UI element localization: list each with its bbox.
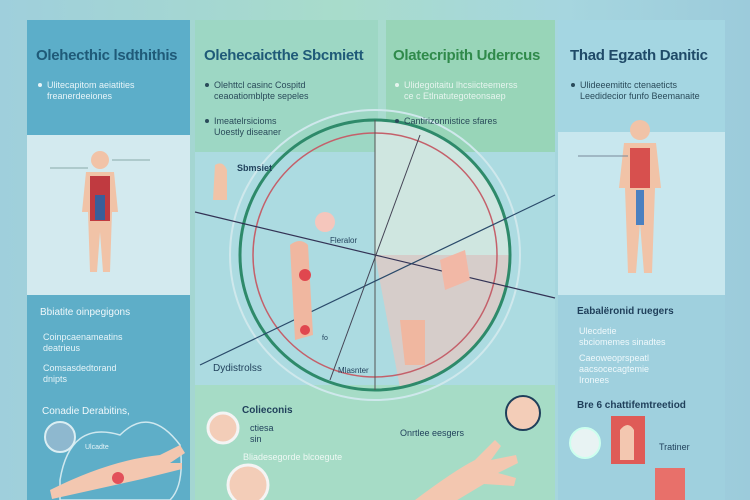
hand-bottom-left [44,421,185,500]
label-sbmsiet: Sbmsiet [237,163,273,173]
item-bottom-left-2: Comsasdedtorand dnipts [43,363,117,384]
central-circle-diagram [194,109,556,401]
sub-bottom-center: ctiesa sin [250,423,274,444]
bullet-top-green-2: Cantirizonnistice sfares [395,116,534,127]
heading-bottom-center: Colieconis [242,405,293,416]
bullet-top-center-1: Olehttcl casinc Cospitd ceaoatiomblpte s… [205,80,359,102]
label-bottom-left: Ulcadte [85,444,109,451]
section-bottom-right: Bre 6 chattifemtreetiod [577,400,686,411]
hand-bottom-center [206,395,541,500]
section-bottom-left: Conadie Derabitins, [42,406,130,417]
heading-bottom-left: Bbiatite oinpegigons [40,307,131,318]
heading-bottom-right: Eabalëronid ruegers [577,306,674,317]
title-top-left: Olehecthic lsdthithis [36,47,178,64]
bullet-top-right: Ulideeemititc ctenaeticts Leedidecior fu… [571,80,710,102]
label-mlasnter: Mlasnter [338,366,369,375]
label-dydistrolss: Dydistrolss [213,363,262,374]
panel-top-left [27,20,190,135]
body-figure-right [578,120,661,273]
title-top-green: Olatecripith Uderrcus [393,47,541,64]
item-bottom-left-1: Coinpcaenameatins deatrieus [43,332,123,353]
bottom-right-illustration [569,416,685,500]
label-bottom-right: Tratiner [659,442,690,452]
item-bottom-right-2: Caeoweoprspeatl aacsocecagtemie Ironees [579,353,650,385]
panel-top-right [558,20,725,132]
label-bottom-center: Onrtlee eesgers [400,428,465,438]
bullet-top-center-2: Imeatelrsicioms Uoestly diseaner [205,116,304,138]
label-fo: fo [322,335,328,342]
item-bottom-right-1: Ulecdetie sbciomemes sinadtes [579,326,666,347]
panel-top-center [195,20,378,152]
title-top-center: Olehecaictthe Sbcmiett [204,47,364,64]
panel-bottom-right [558,295,725,500]
line-bottom-center: Bliadesegorde blcoegute [243,452,343,462]
body-figure-left [50,151,150,272]
title-top-right: Thad Egzath Danitic [570,47,708,64]
label-fleralor: Fleralor [330,236,358,245]
bullet-top-left: Ulitecapitom aeiatities freanerdeeiones [38,80,157,102]
bullet-top-green-1: Ulidegoitaitu lhcsiicteemerss ce c Etlna… [395,80,529,102]
